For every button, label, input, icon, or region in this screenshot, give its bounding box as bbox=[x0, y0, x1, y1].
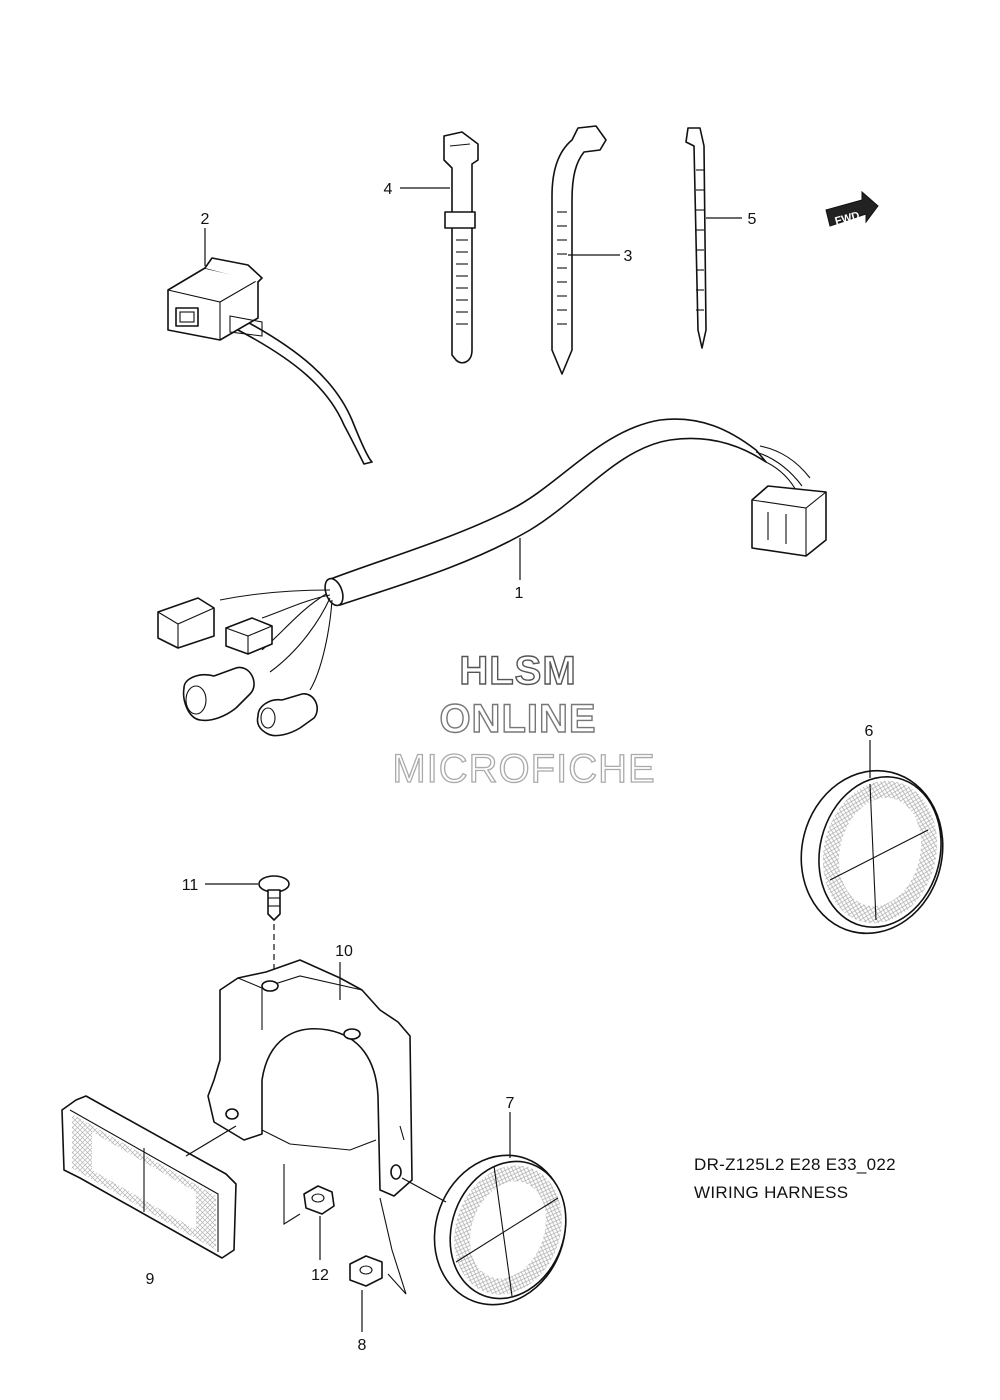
part-7-round-reflector[interactable] bbox=[401, 1112, 586, 1323]
diagram-caption: DR-Z125L2 E28 E33_022 WIRING HARNESS bbox=[694, 1155, 896, 1202]
part-10-bracket[interactable] bbox=[207, 959, 413, 1197]
watermark: HLSM ONLINE MICROFICHE bbox=[392, 648, 656, 791]
watermark-line-3: MICROFICHE bbox=[392, 747, 655, 791]
watermark-line-1: HLSM bbox=[459, 649, 576, 693]
fwd-arrow-badge: FWD bbox=[825, 190, 879, 228]
part-4-band-clamp[interactable] bbox=[400, 131, 479, 364]
part-3-cable-clamp[interactable] bbox=[551, 125, 620, 375]
part-label-7: 7 bbox=[506, 1095, 515, 1112]
part-12-nut[interactable] bbox=[283, 1164, 335, 1260]
part-2-switch-connector[interactable] bbox=[167, 228, 373, 465]
part-9-rectangular-reflector[interactable] bbox=[61, 1095, 237, 1259]
part-label-2: 2 bbox=[201, 211, 210, 228]
part-label-11: 11 bbox=[182, 877, 199, 894]
model-code: DR-Z125L2 E28 E33_022 bbox=[694, 1155, 896, 1174]
part-label-10: 10 bbox=[335, 943, 353, 960]
part-1-wiring-harness[interactable] bbox=[157, 418, 827, 737]
part-label-6: 6 bbox=[865, 723, 874, 740]
part-label-8: 8 bbox=[358, 1337, 367, 1354]
part-8-nut[interactable] bbox=[349, 1197, 407, 1332]
watermark-line-2: ONLINE bbox=[439, 697, 596, 741]
part-label-1: 1 bbox=[515, 585, 524, 602]
part-11-screw[interactable] bbox=[205, 875, 290, 972]
part-label-5: 5 bbox=[748, 211, 757, 228]
part-number-labels: 1 2 3 4 5 6 7 8 9 10 11 12 bbox=[146, 181, 874, 1354]
diagram-title: WIRING HARNESS bbox=[694, 1183, 848, 1202]
part-label-9: 9 bbox=[146, 1271, 155, 1288]
part-label-3: 3 bbox=[624, 248, 633, 265]
part-5-cable-tie[interactable] bbox=[685, 127, 742, 349]
part-label-4: 4 bbox=[384, 181, 393, 198]
part-label-12: 12 bbox=[311, 1267, 329, 1284]
part-6-round-reflector[interactable] bbox=[784, 740, 960, 948]
